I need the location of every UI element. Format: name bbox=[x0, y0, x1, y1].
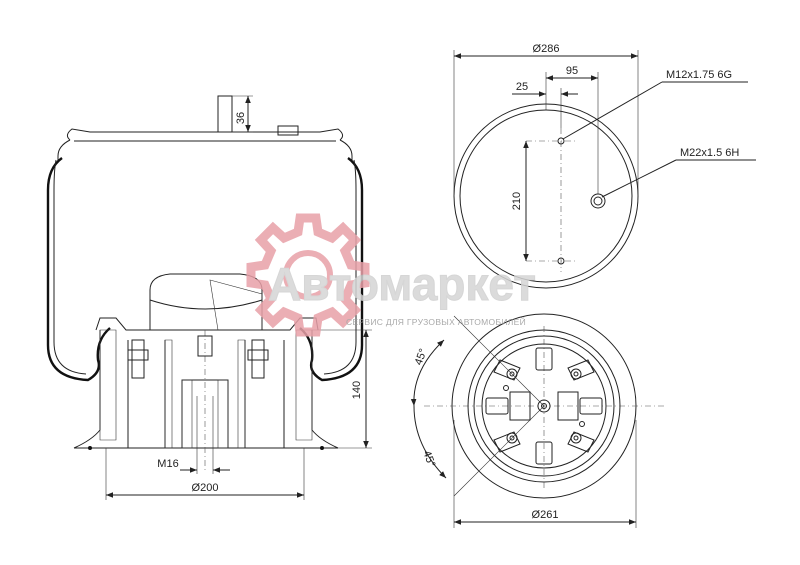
watermark-brand: Автомаркет bbox=[268, 258, 536, 310]
bottom-ribs bbox=[485, 347, 603, 465]
dimension-outer-diameter: Ø286 bbox=[533, 43, 560, 55]
bottom-holes bbox=[503, 368, 585, 444]
dimension-top-stud: 36 bbox=[235, 112, 247, 124]
dimension-140: 140 bbox=[312, 329, 372, 449]
side-bolts bbox=[88, 339, 324, 450]
dimension-offset-small: 25 bbox=[516, 81, 528, 93]
top-plate-block bbox=[277, 125, 299, 136]
watermark: Автомаркет СЕРВИС ДЛЯ ГРУЗОВЫХ АВТОМОБИЛ… bbox=[246, 213, 536, 337]
top-plate bbox=[57, 125, 353, 160]
dimension-bottom-diameter: Ø261 bbox=[532, 509, 559, 521]
top-inner-circle bbox=[459, 109, 633, 283]
dimension-base-diameter: Ø200 bbox=[192, 482, 219, 494]
bottom-center-hole bbox=[537, 399, 551, 413]
dimension-angle-bottom: 45° bbox=[420, 449, 437, 469]
top-view: Ø286 95 25 210 M12x1.75 6G M22x1.5 6H bbox=[453, 43, 756, 289]
bolt-right bbox=[251, 339, 265, 379]
top-stud: 36 bbox=[217, 95, 253, 133]
side-view: 36 bbox=[46, 95, 372, 500]
bolt-left bbox=[131, 339, 145, 379]
gear-icon bbox=[246, 213, 370, 337]
piston-dome bbox=[149, 273, 263, 331]
dimension-angle-top: 45° bbox=[413, 347, 430, 367]
dimension-200: Ø200 bbox=[105, 448, 305, 500]
callout-large-thread: M22x1.5 6H bbox=[680, 147, 739, 159]
dimension-thread-center: M16 bbox=[157, 458, 178, 470]
bottom-view: 45° 45° Ø261 bbox=[410, 313, 664, 528]
watermark-tagline: СЕРВИС ДЛЯ ГРУЗОВЫХ АВТОМОБИЛЕЙ bbox=[346, 316, 526, 327]
dimension-height-lower: 140 bbox=[351, 381, 363, 399]
dimension-offset-large: 95 bbox=[566, 65, 578, 77]
piston-body bbox=[73, 317, 339, 470]
dimension-hole-spacing: 210 bbox=[511, 192, 523, 210]
dimension-m16: M16 bbox=[157, 448, 230, 474]
callout-small-thread: M12x1.75 6G bbox=[666, 69, 732, 81]
